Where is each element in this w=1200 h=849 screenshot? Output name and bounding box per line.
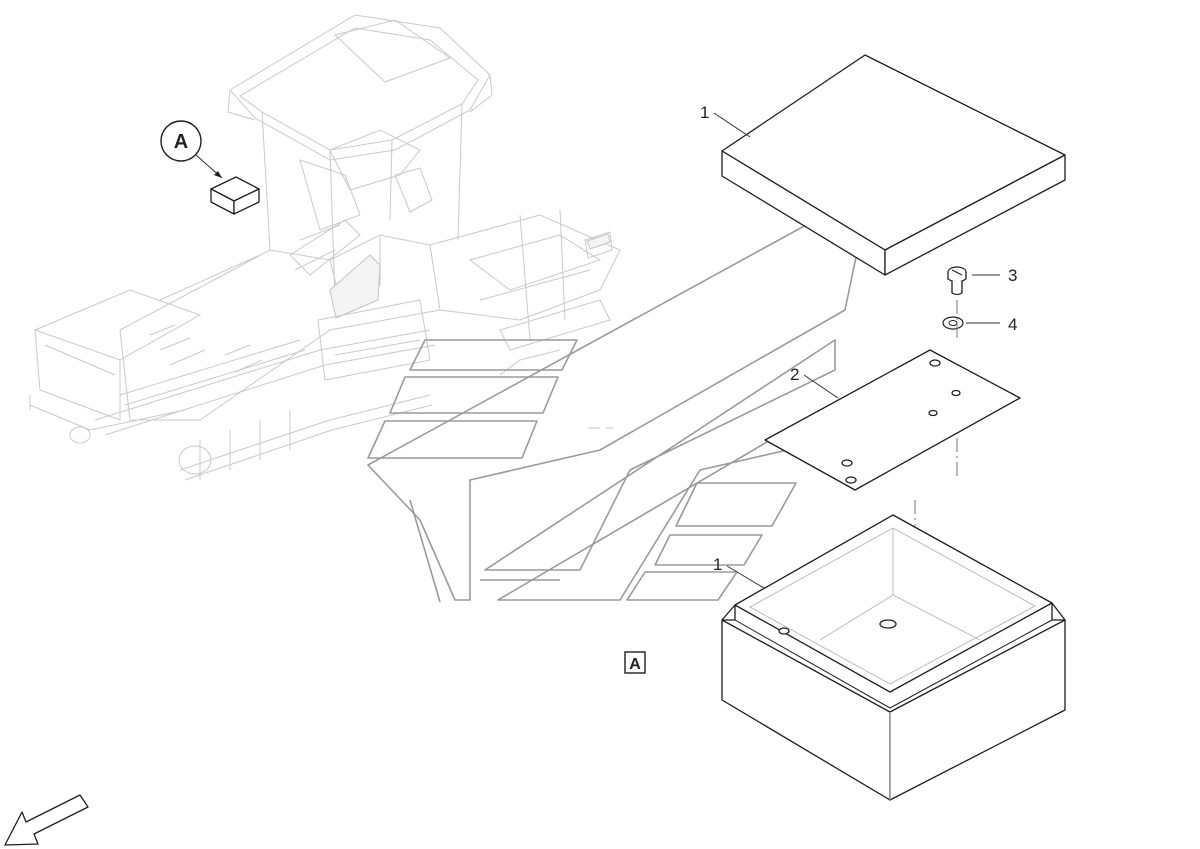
callout-number-box: 1 bbox=[713, 555, 722, 574]
callout-cover: 1 bbox=[700, 103, 751, 138]
detail-bubble-a: A bbox=[160, 120, 223, 179]
callout-plate: 2 bbox=[790, 365, 839, 399]
machine-overview bbox=[29, 14, 621, 481]
callout-screw: 3 bbox=[972, 266, 1017, 285]
screw-part bbox=[947, 266, 967, 296]
box-part bbox=[721, 514, 1066, 801]
washer-part bbox=[942, 316, 964, 330]
direction-arrow-icon bbox=[4, 794, 89, 846]
cover-part bbox=[721, 54, 1066, 276]
callout-number-washer: 4 bbox=[1008, 315, 1017, 334]
view-tag-a: A bbox=[624, 651, 646, 674]
view-tag-letter: A bbox=[629, 656, 641, 673]
callout-number-plate: 2 bbox=[790, 365, 799, 384]
location-marker-box bbox=[210, 176, 260, 215]
detail-letter: A bbox=[174, 131, 188, 153]
callout-washer: 4 bbox=[966, 315, 1017, 334]
callout-number-screw: 3 bbox=[1008, 266, 1017, 285]
callout-number-cover: 1 bbox=[700, 103, 709, 122]
plate-part bbox=[764, 349, 1021, 491]
callout-box: 1 bbox=[713, 555, 765, 589]
